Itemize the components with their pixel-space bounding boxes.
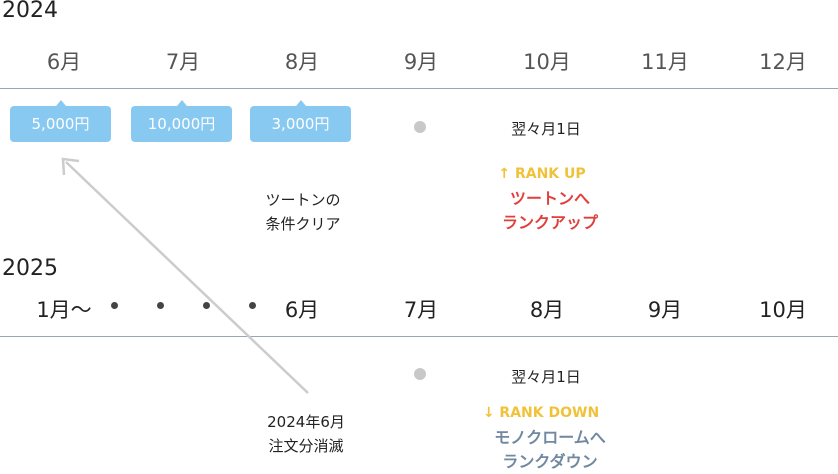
timeline-rule-2025 [0, 336, 838, 337]
month-2025-jun: 6月 [284, 298, 320, 322]
expire-note-line1: 2024年6月 [267, 413, 345, 431]
rank-down-text-line2: ランクダウン [502, 452, 598, 471]
order-badge-jul: 10,000円 [131, 100, 232, 142]
month-2025-oct: 10月 [759, 298, 807, 322]
month-2024-jul: 7月 [165, 50, 201, 74]
rank-down-label: ↓ RANK DOWN [482, 405, 600, 421]
month-2025-aug: 8月 [529, 298, 565, 322]
month-2024-sep: 9月 [403, 50, 439, 74]
next-month-first-2025: 翌々月1日 [511, 368, 581, 386]
month-2025-jul: 7月 [403, 298, 439, 322]
month-2024-oct: 10月 [523, 50, 571, 74]
year-2025-label: 2025 [2, 256, 58, 281]
timeline-rule-2024 [0, 88, 838, 89]
rank-up-text: ツートンへ ランクアップ [502, 187, 598, 235]
year-2024-label: 2024 [2, 0, 58, 23]
expiry-arrow-head [61, 157, 80, 176]
rank-up-text-line2: ランクアップ [501, 213, 599, 232]
condition-note-line1: ツートンの [265, 191, 341, 209]
month-2025-jan-start: 1月〜 [36, 298, 92, 322]
timeline-dot-2024 [414, 121, 426, 133]
condition-note-line2: 条件クリア [265, 215, 341, 233]
expire-note: 2024年6月 注文分消滅 [267, 410, 345, 458]
order-badge-jun: 5,000円 [10, 100, 111, 142]
ellipsis-dot-2 [157, 302, 164, 309]
month-2025-sep: 9月 [647, 298, 683, 322]
rank-up-label: ↑ RANK UP [498, 166, 586, 182]
rank-down-text-line1: モノクロームへ [494, 428, 606, 447]
ellipsis-dot-1 [111, 302, 118, 309]
month-2024-jun: 6月 [46, 50, 82, 74]
expire-note-line2: 注文分消滅 [268, 437, 344, 455]
timeline-dot-2025 [414, 368, 426, 380]
month-2024-aug: 8月 [284, 50, 320, 74]
rank-up-text-line1: ツートンへ [509, 189, 591, 208]
ellipsis-dot-3 [203, 302, 210, 309]
rank-down-text: モノクロームへ ランクダウン [494, 426, 606, 474]
next-month-first-2024: 翌々月1日 [511, 120, 581, 138]
expiry-arrow-line [65, 161, 309, 394]
condition-note: ツートンの 条件クリア [265, 188, 340, 236]
month-2024-dec: 12月 [759, 50, 807, 74]
order-badge-aug: 3,000円 [250, 100, 351, 142]
month-2024-nov: 11月 [641, 50, 689, 74]
ellipsis-dot-4 [249, 302, 256, 309]
